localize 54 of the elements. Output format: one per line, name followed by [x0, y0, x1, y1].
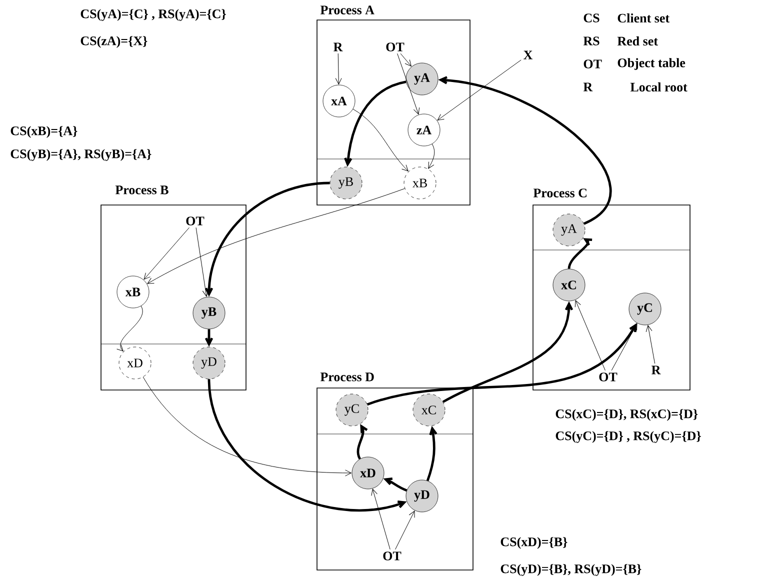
node-label: Process B [115, 186, 168, 194]
annotation: Red set [617, 36, 658, 46]
arrow [344, 80, 406, 167]
node-label: R [334, 42, 343, 52]
arrow [366, 323, 637, 406]
arrow [395, 510, 415, 550]
node-label: OT [386, 42, 404, 52]
annotation: Object table [618, 58, 686, 70]
arrow [196, 227, 209, 297]
annotation: CS(xD)={B} [500, 537, 568, 549]
annotation: OT [584, 60, 602, 68]
arrow [400, 53, 412, 66]
arrow [646, 325, 656, 364]
node-label: R [652, 366, 661, 374]
annotation: CS(yB)={A}, RS(yB)={A} [10, 149, 152, 161]
arrow [142, 376, 352, 476]
arrow [426, 426, 438, 482]
arrow [208, 379, 407, 512]
node-label: Process C [533, 188, 586, 198]
node-label: OT [383, 552, 402, 560]
arrow [574, 300, 606, 371]
arrow [116, 306, 143, 352]
annotation: CS(yC)={D} , RS(yC)={D} [556, 431, 701, 443]
arrow [356, 424, 368, 460]
arrow [371, 488, 390, 550]
arrow [383, 477, 408, 492]
node-label: OT [186, 216, 204, 226]
arrow [397, 53, 420, 114]
arrow [204, 182, 330, 297]
annotation: Client set [618, 13, 670, 23]
arrow [438, 76, 612, 225]
annotation: CS(yD)={B}, RS(yD)={B} [500, 564, 642, 576]
annotation: CS(xC)={D}, RS(xC)={D} [556, 409, 698, 421]
node-label: OT [599, 372, 618, 382]
node-label: Process D [320, 372, 374, 382]
arrow [144, 227, 190, 280]
annotation: CS(yA)={C} , RS(yA)={C} [80, 9, 226, 21]
arrow [611, 323, 638, 371]
annotation: RS [583, 36, 600, 46]
arrow [428, 144, 435, 169]
annotation: CS(xB)={A} [10, 126, 78, 138]
arrow [437, 60, 522, 120]
arrow [335, 53, 342, 84]
annotation: R [583, 82, 593, 92]
arrow [352, 108, 408, 172]
node-label: Process A [320, 6, 374, 14]
arrow [568, 238, 592, 269]
annotation: Local root [630, 82, 688, 92]
annotation: CS(zA)={X} [80, 36, 148, 48]
node-label: X [524, 50, 533, 60]
arrow [442, 301, 574, 403]
arrow [204, 329, 214, 347]
arrow [147, 188, 406, 284]
annotation: CS [584, 14, 600, 22]
